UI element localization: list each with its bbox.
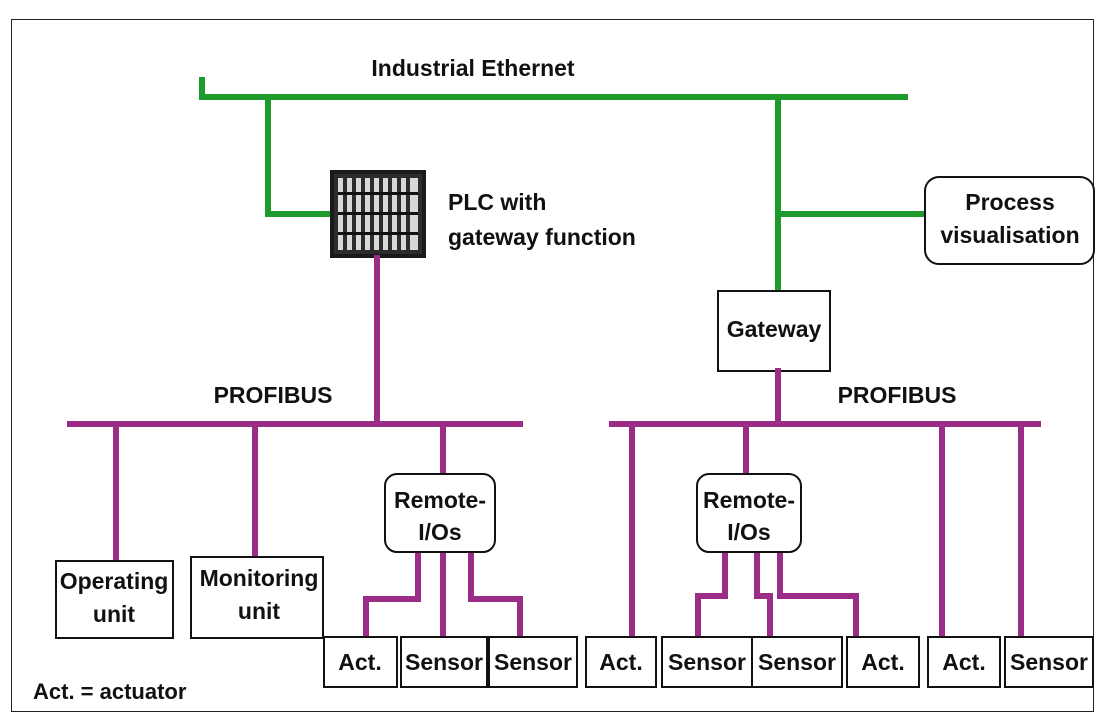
operating-unit-line1: Operating (60, 568, 169, 594)
device-sensor-3-box (661, 636, 753, 688)
gateway-box (717, 290, 831, 372)
remote-io-left-line1: Remote- (394, 487, 486, 513)
remote-io-right-line1: Remote- (703, 487, 795, 513)
ethernet-lines (199, 77, 928, 294)
monitoring-unit-box (190, 556, 324, 639)
profibus-left-label: PROFIBUS (214, 382, 333, 408)
rio-left-to-act (363, 549, 421, 640)
device-act-3-label: Act. (861, 649, 904, 675)
gateway-label: Gateway (727, 316, 822, 342)
diagram-frame (11, 19, 1094, 712)
field-devices: Act. Sensor Sensor Act. Sensor Sensor Ac… (323, 636, 1094, 688)
rio-right-to-sensor1 (695, 549, 728, 640)
device-sensor-2-box (488, 636, 578, 688)
plc-label-line1: PLC with (448, 189, 546, 215)
device-sensor-2-label: Sensor (494, 649, 572, 675)
process-vis-line2: visualisation (940, 222, 1079, 248)
plc-label-line2: gateway function (448, 224, 636, 250)
profibus-right-label: PROFIBUS (838, 382, 957, 408)
device-act-2-label: Act. (599, 649, 642, 675)
device-sensor-5-label: Sensor (1010, 649, 1088, 675)
device-sensor-4-box (751, 636, 843, 688)
device-sensor-1-label: Sensor (405, 649, 483, 675)
plc-icon (330, 170, 426, 258)
device-sensor-3-label: Sensor (668, 649, 746, 675)
profibus-lines (67, 255, 1041, 640)
rio-left-to-sensor2 (468, 549, 523, 640)
device-act-3-box (846, 636, 920, 688)
remote-io-left-line2: I/Os (418, 519, 461, 545)
device-sensor-4-label: Sensor (758, 649, 836, 675)
device-act-1-box (323, 636, 398, 688)
monitoring-unit-line2: unit (238, 598, 280, 624)
device-act-4-label: Act. (942, 649, 985, 675)
rio-right-to-act (777, 549, 859, 640)
remote-io-left-box (384, 473, 496, 553)
legend-text: Act. = actuator (33, 679, 187, 704)
rio-right-to-sensor2 (754, 549, 773, 640)
device-act-2-box (585, 636, 657, 688)
device-act-4-box (927, 636, 1001, 688)
device-act-1-label: Act. (338, 649, 381, 675)
ethernet-label: Industrial Ethernet (371, 55, 575, 81)
device-sensor-5-box (1004, 636, 1094, 688)
operating-unit-box (55, 560, 174, 639)
ethernet-to-plc (265, 94, 338, 217)
device-sensor-1-box (400, 636, 488, 688)
operating-unit-line2: unit (93, 601, 135, 627)
process-visualisation-box (924, 176, 1095, 265)
monitoring-unit-line1: Monitoring (200, 565, 319, 591)
remote-io-right-box (696, 473, 802, 553)
process-vis-line1: Process (965, 189, 1055, 215)
remote-io-right-line2: I/Os (727, 519, 770, 545)
